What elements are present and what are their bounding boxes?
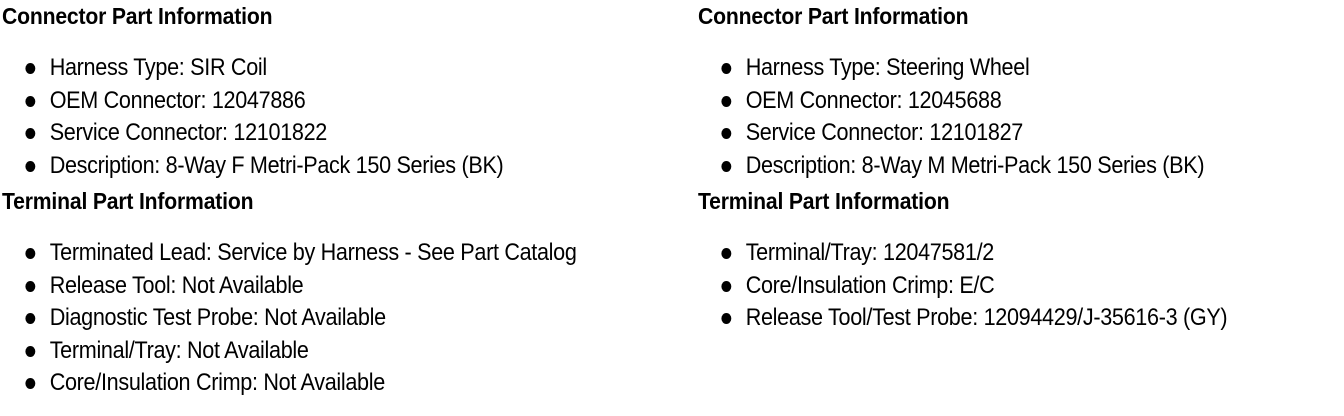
list-item-text: Release Tool/Test Probe: 12094429/J-3561… (745, 304, 1228, 331)
bullet-icon (721, 128, 732, 140)
list-item-text: Service Connector: 12101827 (745, 119, 1024, 146)
list-item-text: Terminated Lead: Service by Harness - Se… (49, 239, 577, 266)
left-column: Connector Part Information Harness Type:… (2, 0, 692, 400)
list-item-text: Service Connector: 12101822 (49, 119, 328, 146)
bullet-icon (25, 313, 36, 325)
section-heading-terminal-part-information-left: Terminal Part Information (2, 188, 254, 214)
bullet-icon (25, 128, 36, 140)
bullet-icon (25, 280, 36, 292)
right-column: Connector Part Information Harness Type:… (698, 0, 1344, 335)
section-heading-terminal-part-information-right: Terminal Part Information (698, 188, 950, 214)
list-item-text: OEM Connector: 12045688 (745, 86, 1002, 114)
list-item-text: Diagnostic Test Probe: Not Available (49, 304, 386, 331)
list-item: Harness Type: SIR Coil (2, 52, 623, 85)
connector-part-list-left: Harness Type: SIR Coil OEM Connector: 12… (2, 52, 692, 182)
list-item: OEM Connector: 12045688 (698, 85, 1279, 118)
bullet-icon (25, 63, 36, 75)
connector-part-information-section-left: Connector Part Information Harness Type:… (2, 3, 692, 182)
list-item: Core/Insulation Crimp: E/C (698, 270, 1279, 303)
list-item-text: Description: 8-Way F Metri-Pack 150 Seri… (49, 151, 504, 179)
list-item-text: Description: 8-Way M Metri-Pack 150 Seri… (745, 151, 1205, 179)
list-item-text: Harness Type: Steering Wheel (745, 54, 1030, 81)
terminal-part-list-left: Terminated Lead: Service by Harness - Se… (2, 237, 692, 400)
bullet-icon (721, 63, 732, 75)
list-item: Terminal/Tray: Not Available (2, 335, 623, 368)
terminal-part-information-section-right: Terminal Part Information Terminal/Tray:… (698, 188, 1344, 335)
bullet-icon (25, 248, 36, 260)
list-item-text: Core/Insulation Crimp: Not Available (49, 369, 386, 396)
connector-part-list-right: Harness Type: Steering Wheel OEM Connect… (698, 52, 1344, 182)
list-item: Core/Insulation Crimp: Not Available (2, 367, 623, 400)
list-item-text: Terminal/Tray: 12047581/2 (745, 239, 995, 266)
list-item: Description: 8-Way M Metri-Pack 150 Seri… (698, 150, 1279, 183)
bullet-icon (25, 378, 36, 390)
bullet-icon (721, 160, 732, 172)
section-heading-connector-part-information-left: Connector Part Information (2, 3, 273, 29)
list-item: Release Tool/Test Probe: 12094429/J-3561… (698, 302, 1279, 335)
list-item-text: OEM Connector: 12047886 (49, 86, 306, 114)
list-item-text: Terminal/Tray: Not Available (49, 336, 309, 364)
list-item-text: Harness Type: SIR Coil (49, 54, 267, 81)
list-item: Terminal/Tray: 12047581/2 (698, 237, 1279, 270)
list-item: Terminated Lead: Service by Harness - Se… (2, 237, 623, 270)
list-item-text: Release Tool: Not Available (49, 271, 304, 299)
terminal-part-list-right: Terminal/Tray: 12047581/2 Core/Insulatio… (698, 237, 1344, 335)
list-item-text: Core/Insulation Crimp: E/C (745, 271, 995, 299)
bullet-icon (721, 280, 732, 292)
list-item: OEM Connector: 12047886 (2, 85, 623, 118)
list-item: Service Connector: 12101822 (2, 117, 623, 150)
list-item: Description: 8-Way F Metri-Pack 150 Seri… (2, 150, 623, 183)
list-item: Service Connector: 12101827 (698, 117, 1279, 150)
list-item: Release Tool: Not Available (2, 270, 623, 303)
list-item: Diagnostic Test Probe: Not Available (2, 302, 623, 335)
section-heading-connector-part-information-right: Connector Part Information (698, 3, 969, 29)
bullet-icon (721, 313, 732, 325)
bullet-icon (25, 345, 36, 357)
bullet-icon (721, 95, 732, 107)
bullet-icon (25, 95, 36, 107)
bullet-icon (25, 160, 36, 172)
list-item: Harness Type: Steering Wheel (698, 52, 1279, 85)
terminal-part-information-section-left: Terminal Part Information Terminated Lea… (2, 188, 692, 400)
connector-part-information-section-right: Connector Part Information Harness Type:… (698, 3, 1344, 182)
bullet-icon (721, 248, 732, 260)
